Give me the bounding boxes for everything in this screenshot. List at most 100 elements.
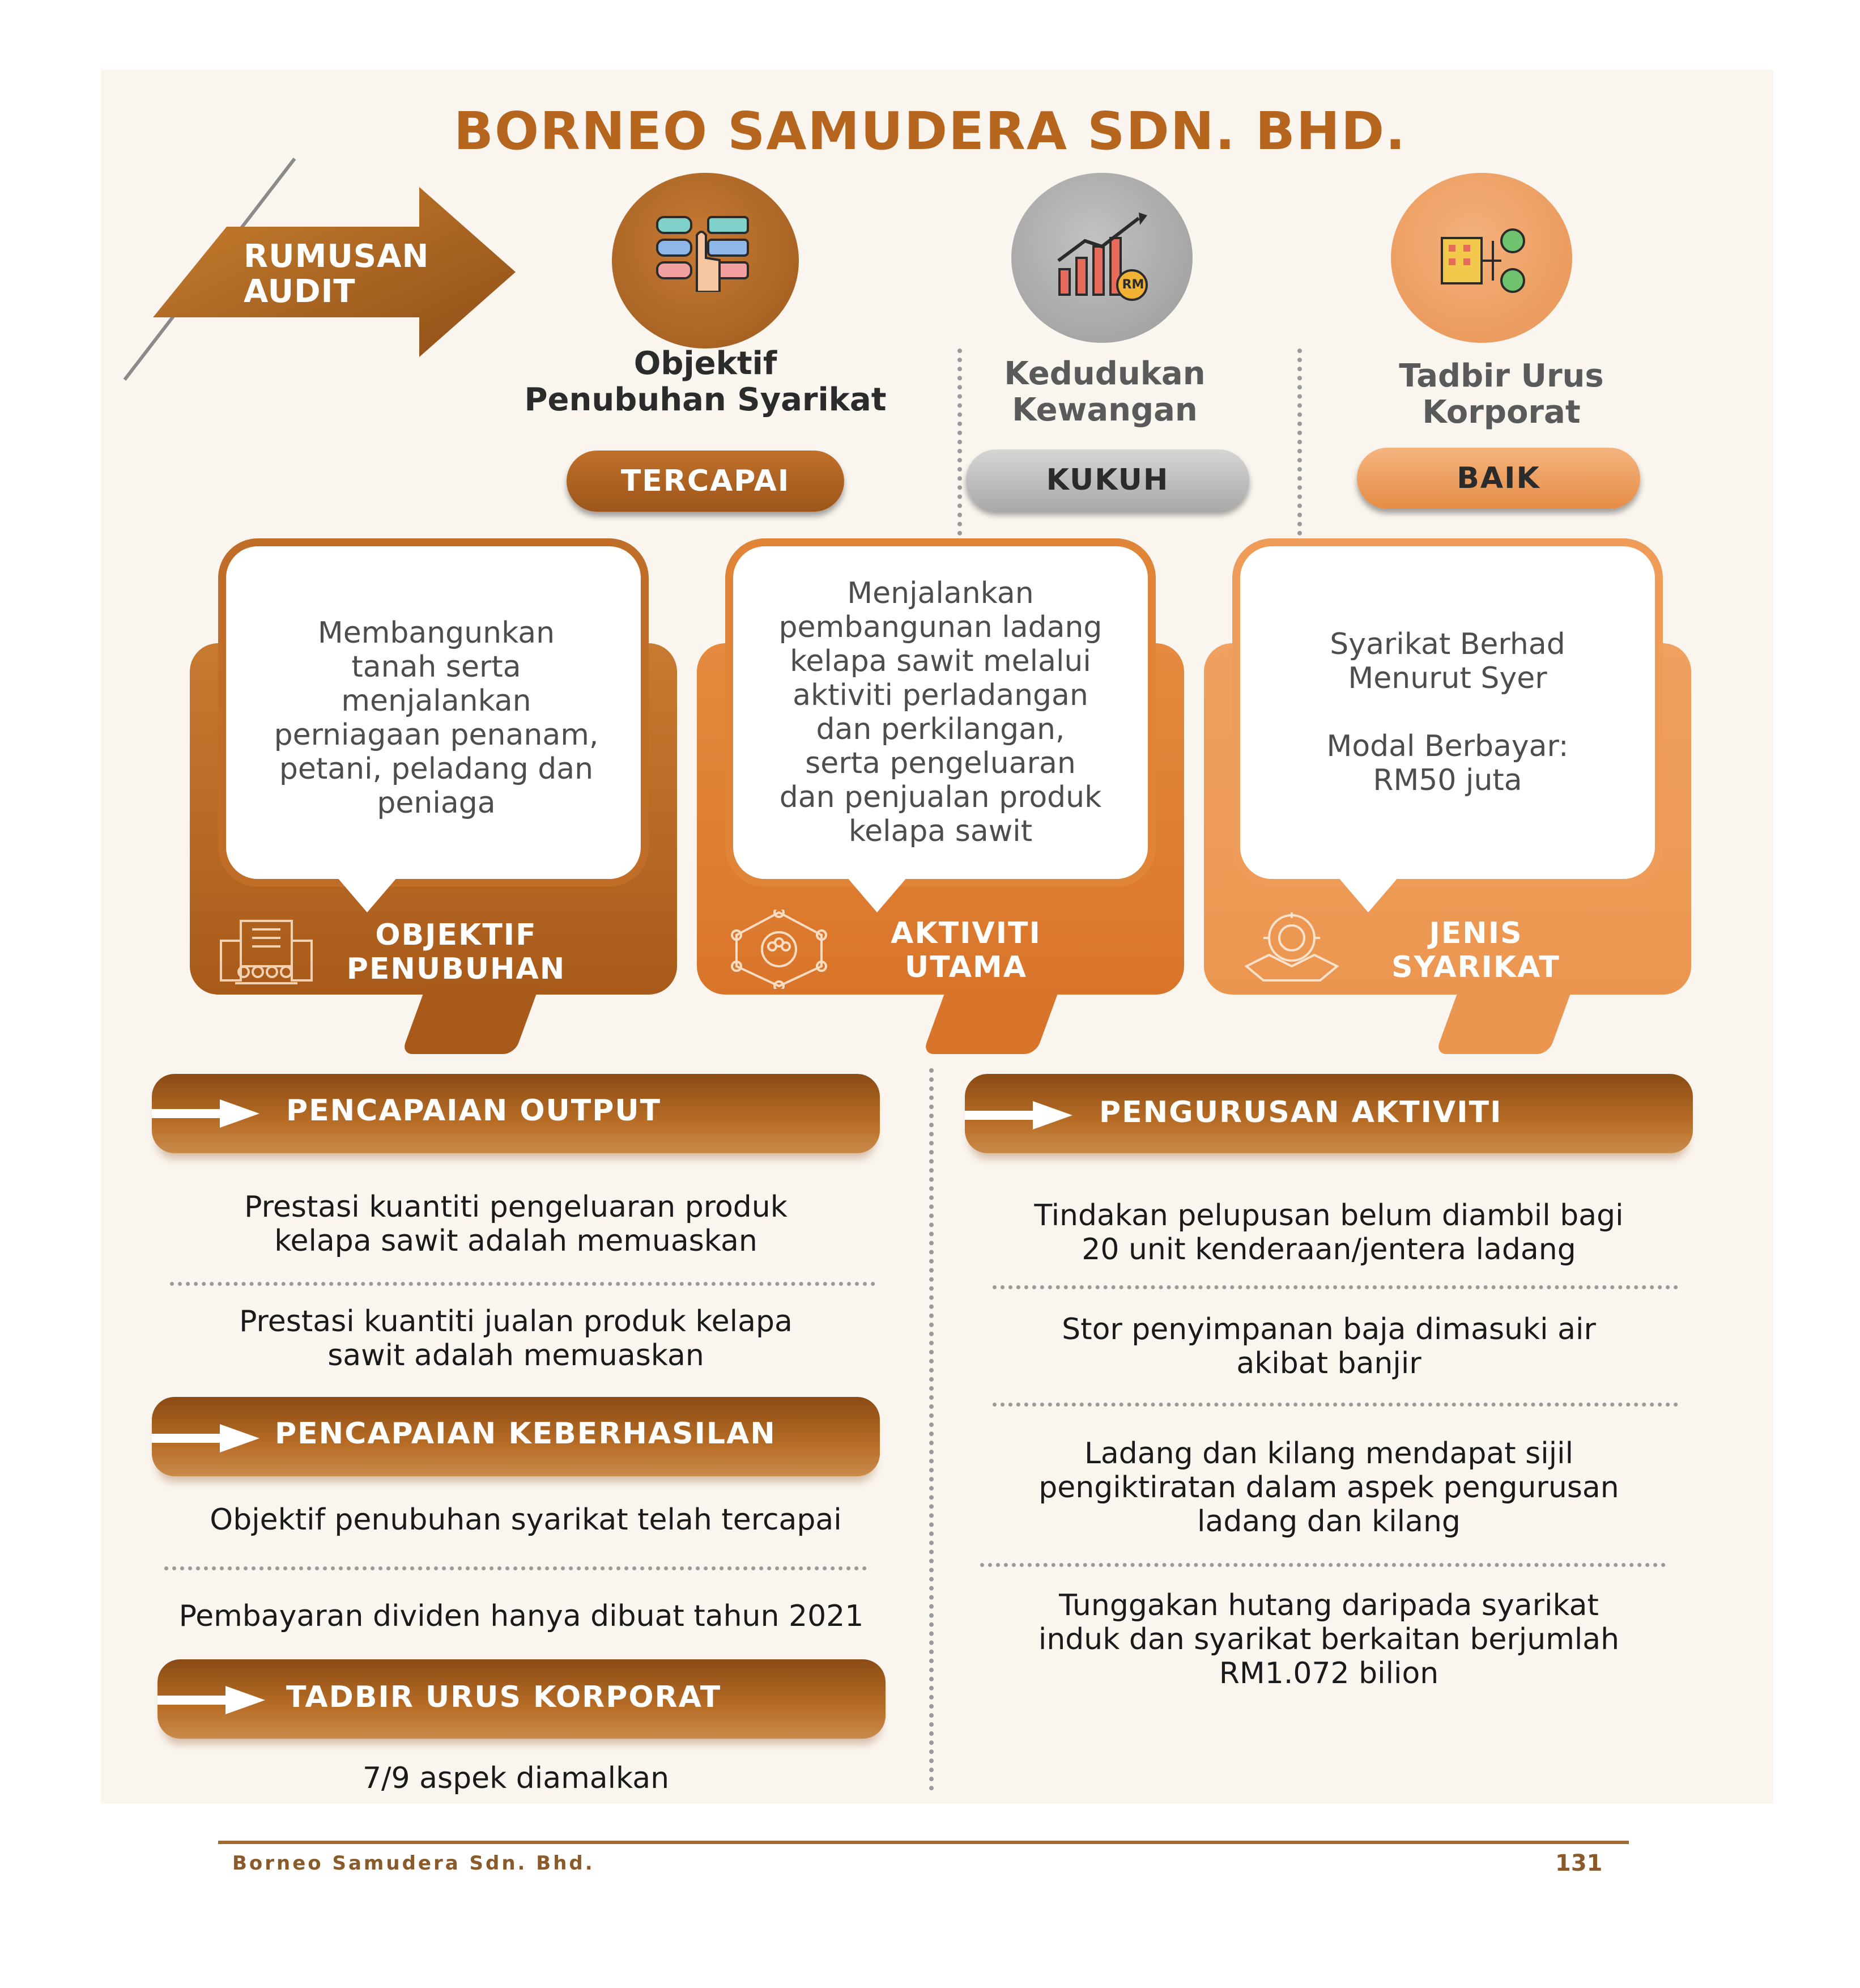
keberhasilan-item-1: Objektif penubuhan syarikat telah tercap… (210, 1503, 842, 1537)
status-badge-baik: BAIK (1357, 448, 1640, 509)
card-line: RM50 juta (1373, 763, 1522, 797)
card-title-aktiviti: AKTIVITI UTAMA (833, 916, 1099, 984)
card-text-jenis: Syarikat Berhad Menurut Syer Modal Berba… (1246, 627, 1649, 797)
text-line: Ladang dan kilang mendapat sijil (1084, 1437, 1574, 1471)
category-label-tadbir: Tadbir Urus Korporat (1309, 358, 1694, 431)
text-line: Prestasi kuantiti jualan produk kelapa (239, 1305, 793, 1339)
card-line: petani, peladang dan (279, 752, 594, 786)
card-line: perniagaan penanam, (274, 718, 599, 752)
card-title-objektif: OBJEKTIF PENUBUHAN (323, 918, 589, 986)
text-line: ladang dan kilang (1197, 1505, 1461, 1539)
rm-badge: RM (1122, 278, 1144, 292)
separator-dotted (1297, 349, 1302, 536)
emotion-feedback-icon (656, 216, 749, 292)
rumusan-line1: RUMUSAN (244, 238, 429, 275)
page-number: 131 (1555, 1850, 1603, 1876)
card-title-jenis: JENIS SYARIKAT (1343, 916, 1609, 984)
separator-dotted (993, 1285, 1678, 1289)
card-title-line1: OBJEKTIF (375, 918, 537, 952)
footer-company: Borneo Samudera Sdn. Bhd. (232, 1852, 595, 1875)
banner-tadbir-urus (158, 1659, 886, 1739)
tadbir-item: 7/9 aspek diamalkan (362, 1761, 670, 1795)
pengurusan-item-3: Ladang dan kilang mendapat sijil pengikt… (965, 1437, 1693, 1539)
text-line: Prestasi kuantiti pengeluaran produk (244, 1190, 788, 1224)
category-line2: Kewangan (1012, 392, 1198, 428)
card-line: kelapa sawit (848, 814, 1033, 848)
card-line: serta pengeluaran (805, 746, 1076, 780)
card-title-line2: PENUBUHAN (346, 952, 566, 986)
text-line: kelapa sawit adalah memuaskan (274, 1224, 757, 1258)
bubble-pointer (333, 873, 401, 912)
card-line: Menjalankan (847, 576, 1034, 610)
card-line: tanah serta (351, 650, 521, 684)
banner-title-pengurusan: PENGURUSAN AKTIVITI (1099, 1095, 1503, 1129)
category-label-objektif: Objektif Penubuhan Syarikat (499, 346, 912, 418)
card-text-aktiviti: Menjalankan pembangunan ladang kelapa sa… (737, 576, 1144, 848)
text-line: RM1.072 bilion (1219, 1656, 1439, 1690)
network-people-icon (731, 910, 827, 989)
banner-title-tadbir: TADBIR URUS KORPORAT (286, 1680, 722, 1714)
arrow-right-icon (158, 1686, 265, 1714)
card-bubble (725, 538, 1156, 887)
page-title: BORNEO SAMUDERA SDN. BHD. (453, 101, 1407, 162)
card-text-objektif: Membangunkan tanah serta menjalankan per… (238, 616, 635, 820)
text-line: pengiktiratan dalam aspek pengurusan (1038, 1471, 1619, 1505)
banner-pencapaian-output (152, 1074, 880, 1153)
card-line: Membangunkan (317, 616, 555, 650)
card-line: menjalankan (341, 684, 531, 718)
card-line-spacer (1246, 695, 1649, 729)
building-people-icon (220, 920, 313, 984)
rumusan-line2: AUDIT (244, 273, 356, 310)
arrow-right-icon (152, 1099, 259, 1128)
category-line2: Penubuhan Syarikat (524, 381, 887, 418)
pengurusan-item-4: Tunggakan hutang daripada syarikat induk… (965, 1588, 1693, 1690)
text-line: Stor penyimpanan baja dimasuki air (1062, 1312, 1596, 1346)
separator-dotted (164, 1566, 867, 1570)
separator-dotted (993, 1403, 1678, 1407)
card-title-line2: SYARIKAT (1391, 950, 1560, 984)
card-title-line1: AKTIVITI (891, 916, 1041, 950)
card-title-line2: UTAMA (905, 950, 1027, 984)
card-line: dan perkilangan, (816, 712, 1065, 746)
output-item-1: Prestasi kuantiti pengeluaran produk kel… (152, 1190, 880, 1258)
org-structure-icon (1441, 228, 1525, 293)
category-line1: Tadbir Urus (1399, 358, 1604, 394)
banner-title-keberhasilan: PENCAPAIAN KEBERHASILAN (275, 1417, 776, 1451)
arrow-right-icon (965, 1101, 1072, 1129)
card-line: aktiviti perladangan (793, 678, 1088, 712)
handshake-gear-icon (1244, 912, 1339, 982)
category-label-kewangan: Kedudukan Kewangan (918, 356, 1292, 428)
bubble-pointer (1334, 873, 1402, 912)
text-line: Tindakan pelupusan belum diambil bagi (1034, 1199, 1624, 1233)
card-bubble (1232, 538, 1663, 887)
text-line: Tunggakan hutang daripada syarikat (1059, 1588, 1599, 1622)
text-line: sawit adalah memuaskan (327, 1339, 704, 1373)
footer-rule (218, 1841, 1629, 1844)
banner-pencapaian-keberhasilan (152, 1397, 880, 1476)
card-line: Syarikat Berhad (1330, 627, 1565, 661)
output-item-2: Prestasi kuantiti jualan produk kelapa s… (152, 1305, 880, 1373)
card-line: Modal Berbayar: (1326, 729, 1569, 763)
keberhasilan-item-2: Pembayaran dividen hanya dibuat tahun 20… (178, 1599, 864, 1633)
arrow-right-icon (152, 1424, 259, 1452)
bubble-pointer (843, 873, 911, 912)
card-line: kelapa sawit melalui (790, 644, 1091, 678)
card-line: Menurut Syer (1348, 661, 1547, 695)
separator-dotted (957, 349, 962, 536)
pengurusan-item-2: Stor penyimpanan baja dimasuki air akiba… (965, 1312, 1693, 1380)
pengurusan-item-1: Tindakan pelupusan belum diambil bagi 20… (965, 1199, 1693, 1267)
card-title-line1: JENIS (1429, 916, 1523, 950)
separator-dotted (170, 1282, 875, 1286)
text-line: 20 unit kenderaan/jentera ladang (1082, 1233, 1576, 1267)
banner-title-output: PENCAPAIAN OUTPUT (286, 1094, 662, 1128)
separator-dotted (929, 1068, 934, 1791)
category-line2: Korporat (1422, 394, 1581, 431)
category-line1: Kedudukan (1004, 355, 1206, 392)
card-line: dan penjualan produk (779, 780, 1102, 814)
card-line: pembangunan ladang (778, 610, 1103, 644)
text-line: induk dan syarikat berkaitan berjumlah (1038, 1622, 1620, 1656)
rumusan-audit-label: RUMUSAN AUDIT (244, 239, 429, 309)
status-badge-tercapai: TERCAPAI (567, 451, 844, 512)
rumusan-arrow-icon (123, 158, 516, 381)
banner-pengurusan-aktiviti (965, 1074, 1693, 1153)
